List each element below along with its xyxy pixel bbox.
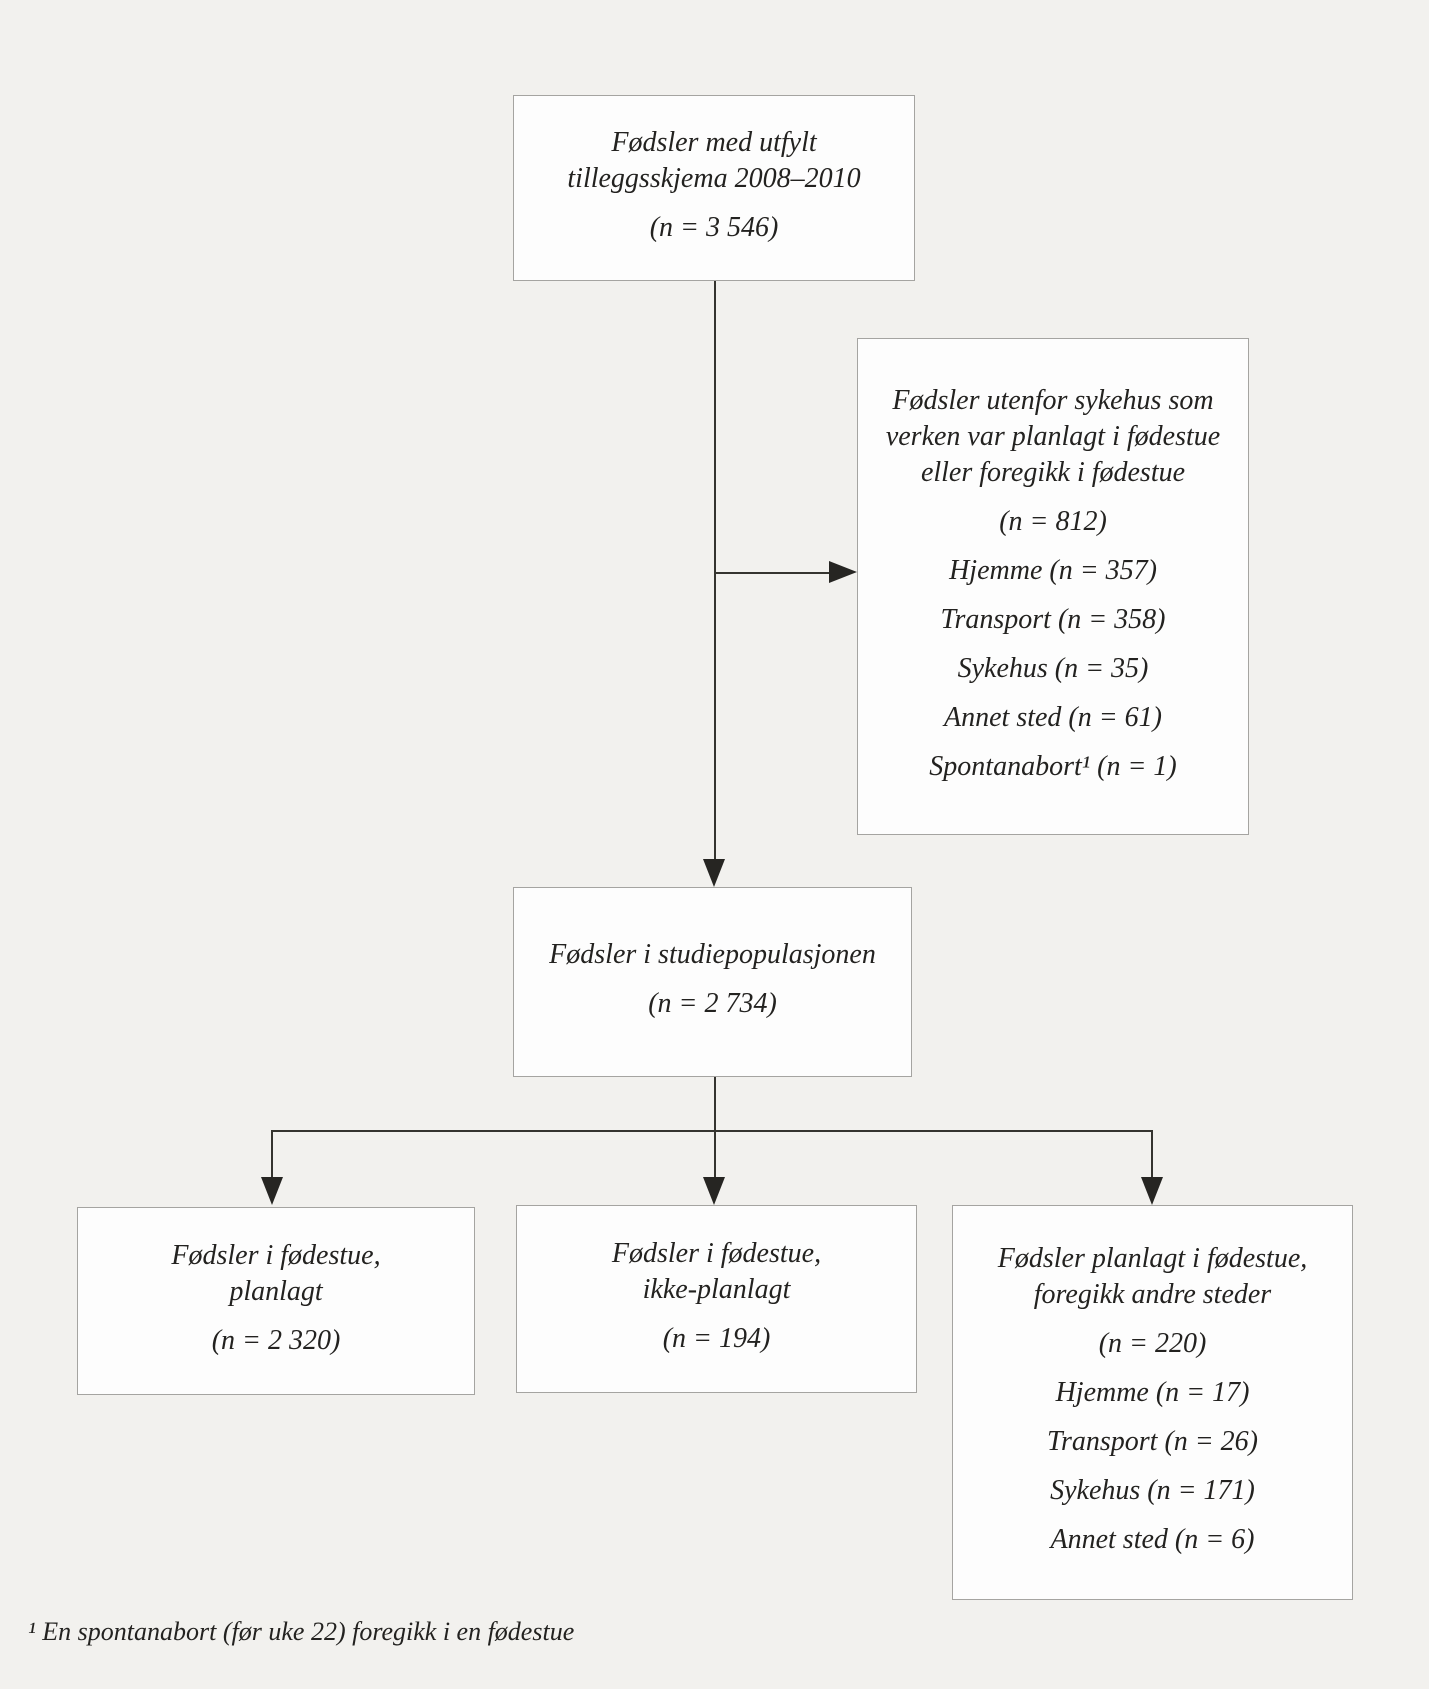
connector-population-down	[714, 1077, 716, 1131]
arrowhead-into-exclusion	[829, 561, 857, 583]
title-line: foregikk andre steder	[1033, 1279, 1272, 1310]
node-values: (n = 220) Hjemme (n = 17) Transport (n =…	[1047, 1319, 1258, 1564]
list-item: Transport (n = 358)	[940, 603, 1166, 635]
node-title: Fødsler i fødestue, planlagt	[171, 1238, 380, 1310]
n-value: (n = 2 734)	[648, 987, 777, 1019]
list-item: Sykehus (n = 35)	[957, 652, 1149, 684]
connector-to-exclusion	[715, 572, 829, 574]
title-line: Fødsler i studiepopulasjonen	[549, 938, 876, 970]
n-value: (n = 2 320)	[211, 1324, 341, 1356]
footnote: ¹ En spontanabort (før uke 22) foregikk …	[28, 1617, 575, 1646]
node-title: Fødsler utenfor sykehus som verken var p…	[886, 383, 1220, 491]
n-value: (n = 220)	[1098, 1328, 1207, 1359]
node-title: Fødsler med utfylt tilleggsskjema 2008–2…	[567, 125, 860, 197]
list-item: Transport (n = 26)	[1046, 1426, 1259, 1457]
node-title: Fødsler i fødestue, ikke-planlagt	[612, 1236, 821, 1308]
connector-top-to-population	[714, 281, 716, 859]
branch-horizontal	[271, 1130, 1153, 1132]
node-title: Fødsler i studiepopulasjonen	[549, 937, 876, 973]
node-births-with-form: Fødsler med utfylt tilleggsskjema 2008–2…	[513, 95, 915, 281]
node-values: (n = 3 546)	[650, 203, 779, 252]
title-line: Fødsler planlagt i fødestue,	[997, 1243, 1308, 1274]
arrowhead-into-elsewhere	[1141, 1177, 1163, 1205]
list-item: Spontanabort¹ (n = 1)	[929, 750, 1177, 782]
node-title: Fødsler planlagt i fødestue, foregikk an…	[998, 1241, 1308, 1313]
arrowhead-into-planned	[261, 1177, 283, 1205]
title-line: Fødsler utenfor sykehus som	[892, 384, 1214, 416]
arrowhead-into-unplanned	[703, 1177, 725, 1205]
n-value: (n = 3 546)	[649, 211, 779, 243]
node-unplanned-in-birth-room: Fødsler i fødestue, ikke-planlagt (n = 1…	[516, 1205, 917, 1393]
list-item: Annet sted (n = 6)	[1050, 1524, 1255, 1555]
title-line: tilleggsskjema 2008–2010	[567, 162, 861, 194]
n-value: (n = 812)	[999, 505, 1107, 537]
node-study-population: Fødsler i studiepopulasjonen (n = 2 734)	[513, 887, 912, 1077]
list-item: Annet sted (n = 61)	[944, 701, 1162, 733]
n-value: (n = 194)	[662, 1322, 771, 1354]
title-line: ikke-planlagt	[642, 1273, 791, 1305]
title-line: planlagt	[229, 1275, 323, 1307]
title-line: eller foregikk i fødestue	[920, 456, 1186, 488]
branch-drop-middle	[714, 1131, 716, 1177]
node-values: (n = 2 734)	[648, 979, 777, 1028]
branch-drop-left	[271, 1131, 273, 1177]
branch-drop-right	[1151, 1131, 1153, 1177]
node-planned-occurred-elsewhere: Fødsler planlagt i fødestue, foregikk an…	[952, 1205, 1353, 1600]
list-item: Hjemme (n = 17)	[1055, 1377, 1250, 1408]
title-line: verken var planlagt i fødestue	[885, 420, 1221, 452]
node-values: (n = 2 320)	[212, 1316, 341, 1365]
title-line: Fødsler med utfylt	[611, 126, 817, 158]
node-values: (n = 812) Hjemme (n = 357) Transport (n …	[929, 497, 1176, 791]
node-planned-in-birth-room: Fødsler i fødestue, planlagt (n = 2 320)	[77, 1207, 475, 1395]
list-item: Hjemme (n = 357)	[949, 554, 1157, 586]
title-line: Fødsler i fødestue,	[171, 1239, 381, 1271]
node-excluded-births: Fødsler utenfor sykehus som verken var p…	[857, 338, 1249, 835]
title-line: Fødsler i fødestue,	[611, 1237, 822, 1269]
list-item: Sykehus (n = 171)	[1050, 1475, 1255, 1506]
arrowhead-into-population	[703, 859, 725, 887]
node-values: (n = 194)	[663, 1314, 771, 1363]
